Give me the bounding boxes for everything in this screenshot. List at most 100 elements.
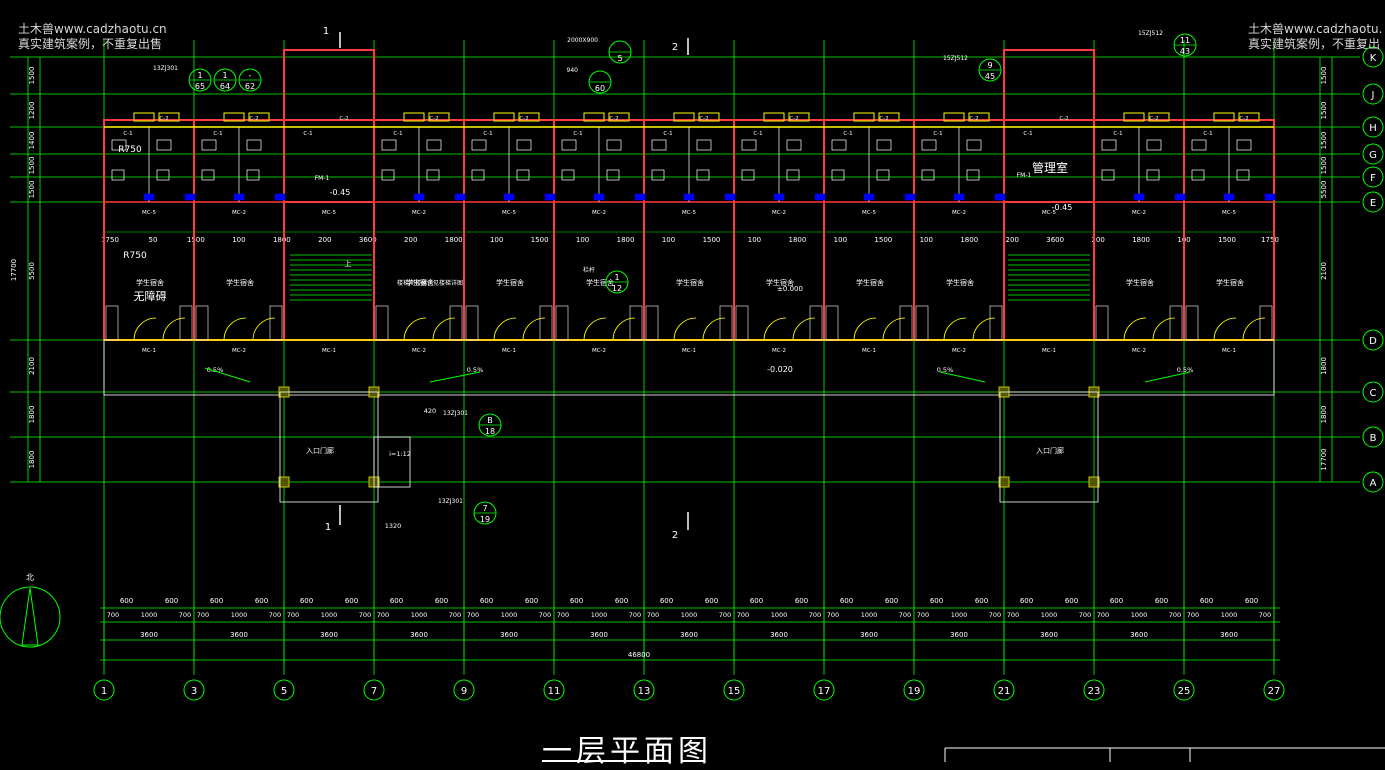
dim-left: 1800 <box>28 451 36 469</box>
fixture-blue <box>953 193 965 201</box>
room-label-disabled: 无障碍 <box>134 289 167 303</box>
door-arc <box>673 317 697 341</box>
dim-bay: 3600 <box>1040 631 1058 639</box>
dim-top: 100 <box>834 236 847 244</box>
window-mark <box>698 112 720 122</box>
dim-detail: 600 <box>1245 597 1258 605</box>
window-mark <box>158 112 180 122</box>
door-arc <box>972 317 996 341</box>
dim-top: 200 <box>318 236 331 244</box>
fm-label: FM-1 <box>315 175 330 182</box>
dim-bay: 3600 <box>590 631 608 639</box>
dim-top: 3600 <box>1046 236 1064 244</box>
axis-bubble-17 <box>813 679 835 701</box>
wardrobe <box>989 305 1003 341</box>
window-mark <box>583 112 605 122</box>
fixture-toilet <box>156 139 172 151</box>
dim-opening: 1000 <box>411 611 428 619</box>
door-label: MC-2 <box>232 210 246 216</box>
fixture-toilet <box>876 139 892 151</box>
wardrobe <box>1095 305 1109 341</box>
door-label: MC-2 <box>412 348 426 354</box>
dim-bay: 3600 <box>1220 631 1238 639</box>
axis-bubble-D <box>1362 329 1384 351</box>
room-label-entrance-left: 入口门廊 <box>306 446 334 455</box>
dim-opening: 1000 <box>1221 611 1238 619</box>
dim-top: 1750 <box>1261 236 1279 244</box>
porch-h: 420 <box>424 407 436 415</box>
door-label: MC-1 <box>142 348 156 354</box>
fixture-toilet <box>1101 139 1117 151</box>
section-2-bottom: 2 <box>672 530 678 541</box>
dim-top: 1750 <box>101 236 119 244</box>
dim-left: 1800 <box>28 406 36 424</box>
fixture-toilet <box>246 139 262 151</box>
callout-sheet: 18 <box>485 427 495 436</box>
fixture-toilet <box>471 139 487 151</box>
wardrobe <box>449 305 463 341</box>
dim-detail: 600 <box>480 597 493 605</box>
dim-detail: 600 <box>885 597 898 605</box>
axis-bubble-21 <box>993 679 1015 701</box>
section-2-top: 2 <box>672 42 678 53</box>
fixture-blue <box>863 193 875 201</box>
dim-opening: 700 <box>467 611 479 619</box>
axis-bubble-A <box>1362 471 1384 493</box>
dim-right: 1500 <box>1320 102 1328 120</box>
wardrobe <box>719 305 733 341</box>
slope: 0.5% <box>937 366 954 374</box>
dim-detail: 600 <box>255 597 268 605</box>
dim-opening: 700 <box>1097 611 1109 619</box>
dim-bay: 3600 <box>410 631 428 639</box>
dim-opening: 1000 <box>771 611 788 619</box>
callout-ref: 13ZJ301 <box>153 65 178 72</box>
fixture-blue <box>143 193 155 201</box>
callout-num: 1 <box>614 273 619 282</box>
axis-label-C: C <box>1370 388 1377 399</box>
axis-label-A: A <box>1370 478 1377 489</box>
dim-detail: 600 <box>1020 597 1033 605</box>
fixture-sink <box>921 169 935 181</box>
room-label-dorm: 学生宿舍 <box>586 278 614 287</box>
callout-num: 1 <box>222 71 227 80</box>
dim-right: 1800 <box>1320 357 1328 375</box>
wardrobe <box>825 305 839 341</box>
dim-opening: 1000 <box>861 611 878 619</box>
axis-bubble-1 <box>93 679 115 701</box>
axis-label-25: 25 <box>1178 686 1191 697</box>
fixture-sink <box>1191 169 1205 181</box>
elev-0: ±0.000 <box>777 285 803 293</box>
axis-bubble-27 <box>1263 679 1285 701</box>
fixture-blue <box>274 193 286 201</box>
window-label: C-1 <box>393 131 402 137</box>
dim-bay: 3600 <box>320 631 338 639</box>
door-label: MC-5 <box>322 210 337 216</box>
dim-bay: 3600 <box>230 631 248 639</box>
door-label: MC-5 <box>862 210 877 216</box>
dim-right: 1800 <box>1320 406 1328 424</box>
dim-top: 1800 <box>1132 236 1150 244</box>
dim-detail: 600 <box>1065 597 1078 605</box>
dim-detail: 600 <box>120 597 133 605</box>
door-arc <box>583 317 607 341</box>
dim-top: 100 <box>490 236 503 244</box>
fixture-toilet <box>696 139 712 151</box>
wardrobe <box>539 305 553 341</box>
axis-label-J: J <box>1371 90 1375 101</box>
door-arc <box>1123 317 1147 341</box>
window-mark <box>428 112 450 122</box>
door-arc <box>792 317 816 341</box>
fixture-toilet <box>606 139 622 151</box>
dim-detail: 600 <box>975 597 988 605</box>
room-label-management: 管理室 <box>1032 160 1068 175</box>
callout-ref: 15ZJ512 <box>943 55 968 62</box>
dim-top: 100 <box>662 236 675 244</box>
axis-bubble-13 <box>633 679 655 701</box>
door-arc <box>493 317 517 341</box>
axis-label-G: G <box>1369 150 1377 161</box>
axis-label-17: 17 <box>818 686 831 697</box>
dim-right: 5500 <box>1320 181 1328 199</box>
fixture-sink <box>1146 169 1160 181</box>
fixture-sink <box>876 169 890 181</box>
dim-top: 1800 <box>445 236 463 244</box>
